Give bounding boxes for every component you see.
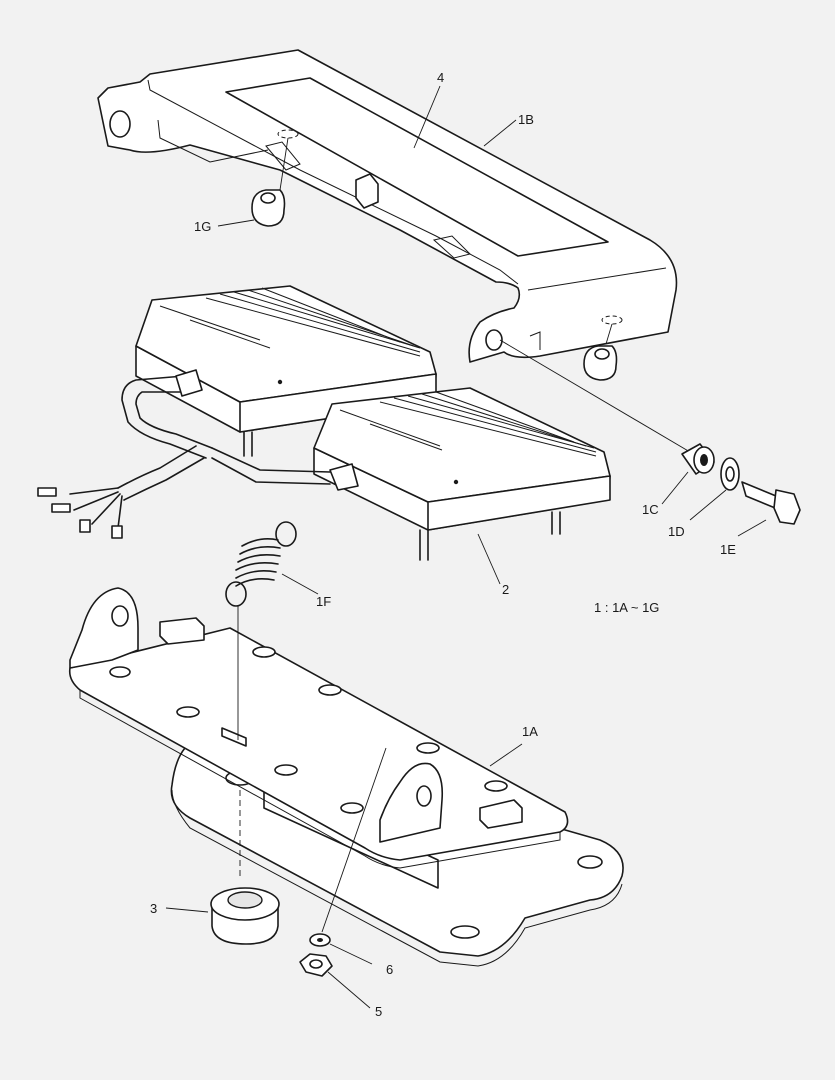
label-1E: 1E — [720, 542, 736, 557]
label-1G: 1G — [194, 219, 211, 234]
grommet-3 — [210, 790, 280, 945]
washer-1D — [720, 457, 740, 491]
spacer-1C — [499, 339, 715, 475]
label-2: 2 — [502, 582, 509, 597]
label-4: 4 — [437, 70, 444, 85]
label-1A: 1A — [522, 724, 538, 739]
label-3: 3 — [150, 901, 157, 916]
label-6: 6 — [386, 962, 393, 977]
label-5: 5 — [375, 1004, 382, 1019]
cable-harness — [37, 369, 359, 539]
top-cover-1B — [97, 49, 678, 363]
label-1F: 1F — [316, 594, 331, 609]
mounting-plate-1A — [68, 587, 569, 889]
label-1C: 1C — [642, 502, 659, 517]
switch-module-right — [313, 387, 611, 561]
leader-lines — [165, 85, 767, 1009]
assembly-note: 1 : 1A ~ 1G — [594, 600, 659, 615]
washer-6 — [309, 747, 387, 947]
bolt-1E — [741, 481, 801, 525]
rubber-bumper-right — [583, 315, 623, 381]
nut-5 — [299, 953, 333, 977]
spring-1F — [225, 521, 297, 740]
label-1B: 1B — [518, 112, 534, 127]
rubber-bumper-1G — [251, 129, 299, 227]
label-1D: 1D — [668, 524, 685, 539]
